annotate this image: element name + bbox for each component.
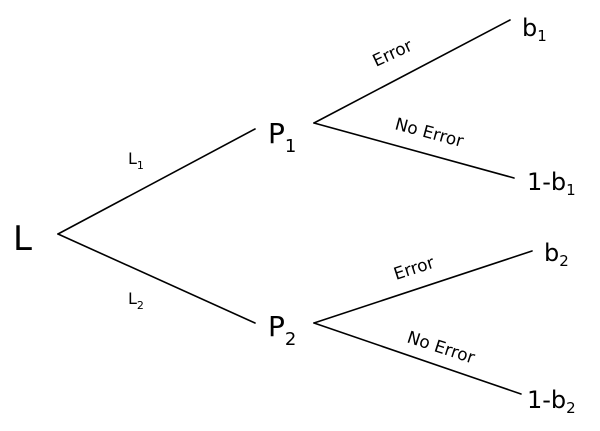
edge-label-p2-error: Error (391, 253, 437, 285)
branch-l1-main: L (128, 149, 137, 168)
edge-label-p1-no-error: No Error (393, 115, 466, 152)
node-p2-subscript: 2 (285, 329, 296, 350)
node-p1-label: P1 (268, 117, 296, 157)
leaf-1-b2: 1-b2 (527, 386, 576, 417)
node-p2-label: P2 (268, 310, 296, 350)
leaf-1-b1-main: 1-b (527, 168, 566, 196)
leaf-1-b1: 1-b1 (527, 168, 576, 199)
branch-label-l1: L1 (128, 149, 144, 172)
leaf-1-b1-subscript: 1 (566, 181, 576, 199)
edge-p2-to-b2 (313, 250, 533, 324)
edge-root-to-p1 (57, 128, 256, 235)
branch-l2-subscript: 2 (137, 299, 144, 312)
edge-p2-to-1-b2 (313, 322, 522, 395)
branch-l2-main: L (128, 289, 137, 308)
leaf-b2-subscript: 2 (559, 252, 569, 270)
leaf-1-b2-main: 1-b (527, 386, 566, 414)
leaf-b1-main: b (522, 14, 537, 42)
node-p1-subscript: 1 (285, 136, 296, 157)
edge-root-to-p2 (57, 233, 256, 324)
leaf-b2: b2 (544, 239, 569, 270)
node-p2-main: P (268, 310, 285, 343)
node-p1-main: P (268, 117, 285, 150)
edge-p1-to-1-b1 (313, 122, 515, 179)
leaf-1-b2-subscript: 2 (566, 399, 576, 417)
root-node-label: L (13, 219, 32, 259)
branch-l1-subscript: 1 (137, 159, 144, 172)
edge-label-p1-error: Error (370, 36, 416, 72)
branch-label-l2: L2 (128, 289, 144, 312)
leaf-b2-main: b (544, 239, 559, 267)
edge-p1-to-b1 (313, 19, 511, 124)
leaf-b1: b1 (522, 14, 547, 45)
leaf-b1-subscript: 1 (537, 27, 547, 45)
edge-label-p2-no-error: No Error (404, 328, 477, 369)
